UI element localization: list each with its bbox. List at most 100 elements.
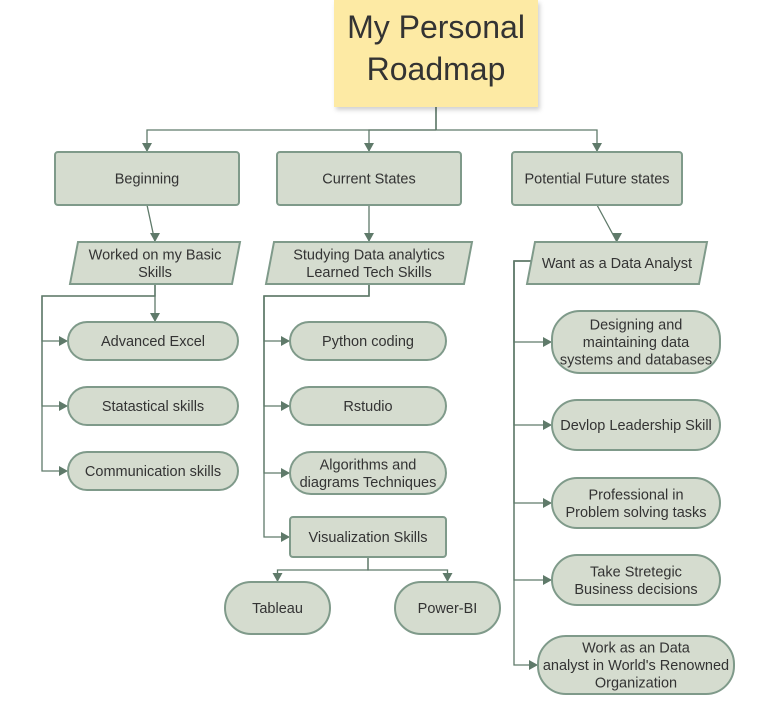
node-shape-current xyxy=(276,151,462,206)
node-shape-worldwide xyxy=(537,635,735,695)
node-label-worldwide: analyst in World's Renowned xyxy=(543,658,729,674)
edge-arrowhead xyxy=(592,143,602,152)
edge-arrowhead xyxy=(59,336,68,346)
edge-studying-viz xyxy=(263,284,370,538)
node-label-design: systems and databases xyxy=(560,353,712,369)
edge-arrowhead xyxy=(281,468,290,478)
edge-arrowhead xyxy=(150,233,160,242)
edge-arrowhead xyxy=(281,401,290,411)
node-label-basic: Worked on my Basic xyxy=(89,247,222,263)
node-analyst: Want as a Data Analyst xyxy=(525,241,709,285)
edge-arrowhead xyxy=(364,143,374,152)
title-sticky-note: My Personal Roadmap xyxy=(334,0,538,107)
nodes-layer: Beginning Current States Potential Future … xyxy=(54,151,735,695)
edge-viz-tableau xyxy=(276,557,369,582)
node-shape-stats xyxy=(67,386,239,426)
node-label-strategic: Take Stretegic xyxy=(590,564,682,580)
title-line-1: My Personal xyxy=(347,9,525,45)
node-comm: Communication skills xyxy=(67,451,239,491)
node-current: Current States xyxy=(276,151,462,206)
node-shape-studying xyxy=(264,241,474,285)
node-future: Potential Future states xyxy=(511,151,683,206)
edge-arrowhead xyxy=(281,336,290,346)
edge-analyst-problem xyxy=(513,260,552,504)
node-shape-viz xyxy=(289,516,447,558)
node-label-powerbi: Power-BI xyxy=(418,601,478,617)
node-leader: Devlop Leadership Skill xyxy=(551,399,721,451)
node-label-algo: diagrams Techniques xyxy=(300,475,437,491)
node-label-future: Potential Future states xyxy=(524,172,669,188)
node-shape-rstudio xyxy=(289,386,447,426)
node-stats: Statastical skills xyxy=(67,386,239,426)
edge-arrowhead xyxy=(59,466,68,476)
node-shape-excel xyxy=(67,321,239,361)
node-label-studying: Learned Tech Skills xyxy=(306,265,431,281)
edge-arrowhead xyxy=(272,573,283,582)
edges-layer xyxy=(41,107,622,670)
edge-arrowhead xyxy=(150,313,160,322)
node-label-comm: Communication skills xyxy=(85,464,221,480)
node-shape-tableau xyxy=(224,581,331,635)
node-problem: Professional in Problem solving tasks xyxy=(551,477,721,529)
node-shape-analyst xyxy=(525,241,709,285)
title-note-background xyxy=(334,0,538,107)
node-excel: Advanced Excel xyxy=(67,321,239,361)
node-viz: Visualization Skills xyxy=(289,516,447,558)
node-shape-powerbi xyxy=(394,581,501,635)
node-label-problem: Professional in xyxy=(588,487,683,503)
edge-arrowhead xyxy=(543,420,552,430)
node-label-stats: Statastical skills xyxy=(102,399,204,415)
node-label-beginning: Beginning xyxy=(115,172,180,188)
node-label-studying: Studying Data analytics xyxy=(293,247,445,263)
edge-arrowhead xyxy=(529,660,538,670)
node-beginning: Beginning xyxy=(54,151,240,206)
node-shape-beginning xyxy=(54,151,240,206)
node-label-leader: Devlop Leadership Skill xyxy=(560,418,712,434)
node-shape-problem xyxy=(551,477,721,529)
node-label-worldwide: Organization xyxy=(595,676,677,692)
edge-arrowhead xyxy=(59,401,68,411)
node-label-strategic: Business decisions xyxy=(574,582,697,598)
node-rstudio: Rstudio xyxy=(289,386,447,426)
edge-arrowhead xyxy=(442,573,453,582)
node-label-rstudio: Rstudio xyxy=(343,399,392,415)
edge-arrowhead xyxy=(543,575,552,585)
edge-viz-powerbi xyxy=(367,557,449,582)
edge-title-current xyxy=(368,107,437,152)
node-label-python: Python coding xyxy=(322,334,414,350)
node-python: Python coding xyxy=(289,321,447,361)
edge-arrowhead xyxy=(142,143,152,152)
node-tableau: Tableau xyxy=(224,581,331,635)
node-shape-python xyxy=(289,321,447,361)
edge-arrowhead xyxy=(543,337,552,347)
node-label-worldwide: Work as an Data xyxy=(582,641,691,657)
edge-arrowhead xyxy=(364,233,374,242)
node-label-problem: Problem solving tasks xyxy=(565,505,706,521)
edge-arrowhead xyxy=(543,498,552,508)
node-label-analyst: Want as a Data Analyst xyxy=(542,256,692,272)
node-label-excel: Advanced Excel xyxy=(101,334,205,350)
edge-analyst-strategic xyxy=(513,260,552,581)
node-shape-future xyxy=(511,151,683,206)
edge-studying-algo xyxy=(263,284,370,474)
node-shape-algo xyxy=(289,451,447,495)
title-line-2: Roadmap xyxy=(367,51,506,87)
node-label-design: Designing and xyxy=(590,318,683,334)
node-label-tableau: Tableau xyxy=(252,601,303,617)
edge-title-future xyxy=(435,107,598,152)
node-shape-comm xyxy=(67,451,239,491)
edge-analyst-worldwide xyxy=(513,260,538,666)
node-shape-design xyxy=(551,310,721,374)
edge-basic-comm xyxy=(41,284,156,472)
edge-arrowhead xyxy=(612,233,622,242)
node-label-basic: Skills xyxy=(138,265,172,281)
edge-arrowhead xyxy=(281,532,290,542)
node-shape-basic xyxy=(68,241,242,285)
node-powerbi: Power-BI xyxy=(394,581,501,635)
